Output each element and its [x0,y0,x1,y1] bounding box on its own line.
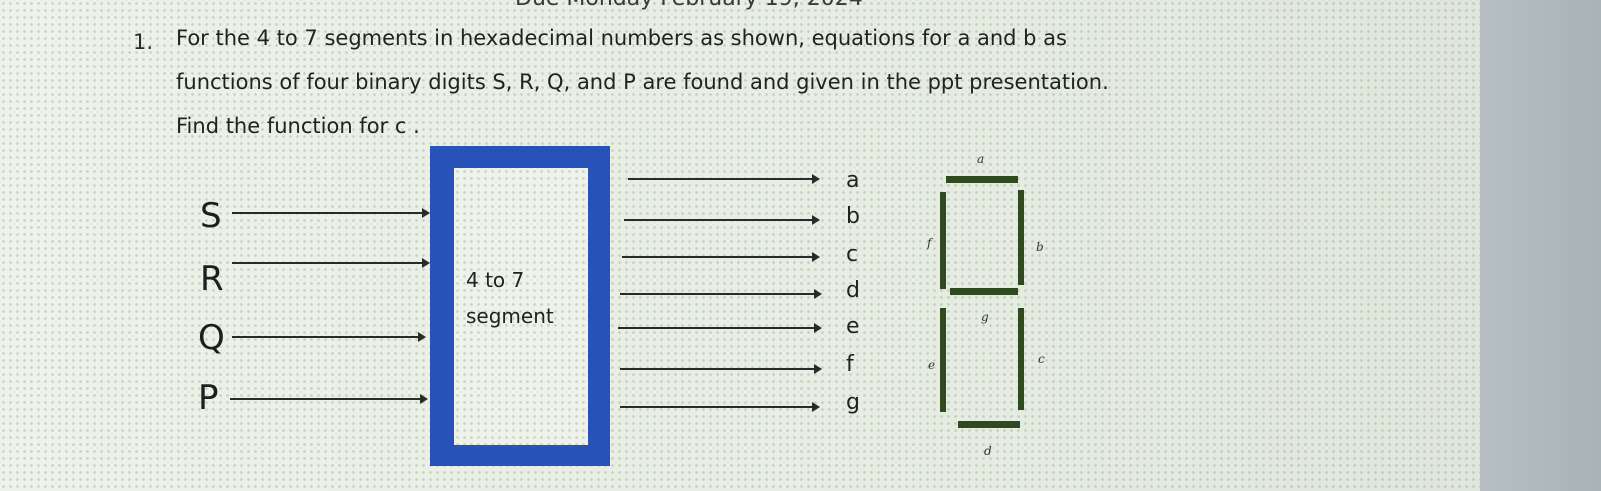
segment-c [1018,308,1024,410]
segment-label-e: e [928,358,936,372]
output-arrow-c [622,252,820,262]
input-label-s: S [200,196,222,236]
input-label-p: P [198,378,219,418]
output-arrow-g [620,402,820,412]
due-date-header: Due Monday February 19, 2024 [515,0,863,11]
question-line-3: Find the function for c . [176,114,420,138]
input-arrow-p [230,394,428,404]
segment-label-b: b [1036,240,1044,254]
decoder-block-inner [454,168,588,445]
input-label-r: R [200,259,224,299]
paper-background [0,0,1480,491]
output-label-c: c [846,242,859,267]
table-edge [1480,0,1601,491]
question-text: For the 4 to 7 segments in hexadecimal n… [176,16,1236,148]
decoder-label: 4 to 7 segment [466,262,554,334]
input-arrow-s [232,208,430,218]
question-line-1: For the 4 to 7 segments in hexadecimal n… [176,26,1067,50]
output-arrow-f [620,364,822,374]
segment-f [940,192,946,289]
output-label-e: e [846,314,860,339]
output-label-f: f [846,352,854,377]
output-label-a: a [846,168,860,193]
output-arrow-b [624,215,820,225]
segment-label-c: c [1038,352,1045,366]
segment-e [940,308,946,412]
output-arrow-d [620,289,822,299]
output-arrow-e [618,323,822,333]
segment-g [950,288,1018,295]
segment-label-g: g [981,310,989,324]
input-label-q: Q [198,318,225,358]
input-arrow-q [232,332,426,342]
segment-label-d: d [984,444,992,458]
output-label-d: d [846,278,860,303]
output-label-g: g [846,390,860,415]
segment-d [958,421,1020,428]
segment-a [946,176,1018,183]
question-number: 1. [133,30,154,54]
output-label-b: b [846,204,860,229]
segment-b [1018,190,1024,285]
question-line-2: functions of four binary digits S, R, Q,… [176,70,1109,94]
output-arrow-a [628,174,820,184]
decoder-label-line-1: 4 to 7 [466,268,525,292]
segment-label-f: f [927,236,932,250]
input-arrow-r [232,258,430,268]
decoder-label-line-2: segment [466,304,554,328]
segment-label-a: a [977,152,985,166]
